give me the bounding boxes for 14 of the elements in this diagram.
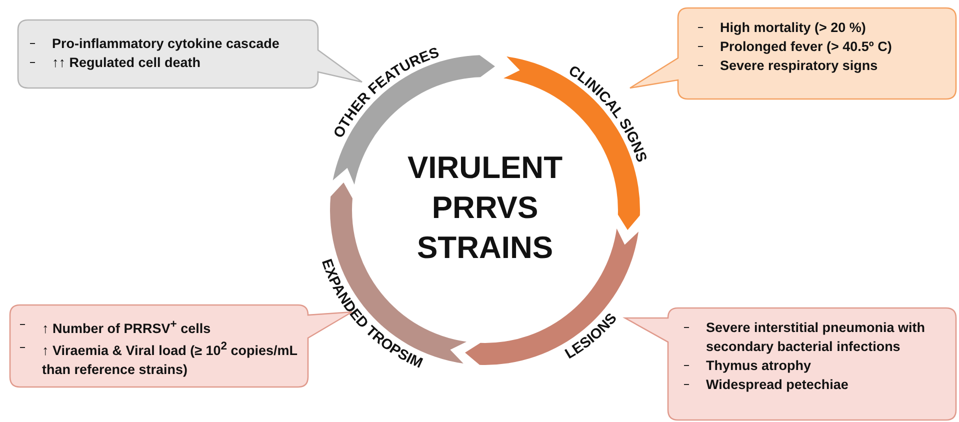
bullet-text: ↑↑ Regulated cell death [52, 55, 201, 70]
bullet-text: ↑ Viraemia & Viral load (≥ 10$^{2}$ copies/mL than reference strains) [42, 343, 298, 377]
bullet-text: Thymus atrophy [706, 358, 812, 373]
bullet-text: Prolonged fever (> 40.5º C) [720, 39, 892, 54]
bullet-text: Widespread petechiae [706, 377, 848, 392]
callout-bubble [625, 308, 956, 420]
bullet-text: High mortality (> 20 %) [720, 20, 866, 35]
bullet-text: Pro-inflammatory cytokine cascade [52, 36, 280, 51]
bullet-text: Severe interstitial pneumonia with secondary bacterial infections [706, 320, 926, 354]
bullet-text: Severe respiratory signs [720, 58, 878, 73]
callout-bubble [18, 20, 362, 88]
callout-bubble [630, 8, 956, 99]
diagram-title: VIRULENT PRRVS STRAINS [406, 149, 564, 267]
bullet-text: ↑ Number of PRRSV$^{+}$ cells [42, 320, 211, 336]
